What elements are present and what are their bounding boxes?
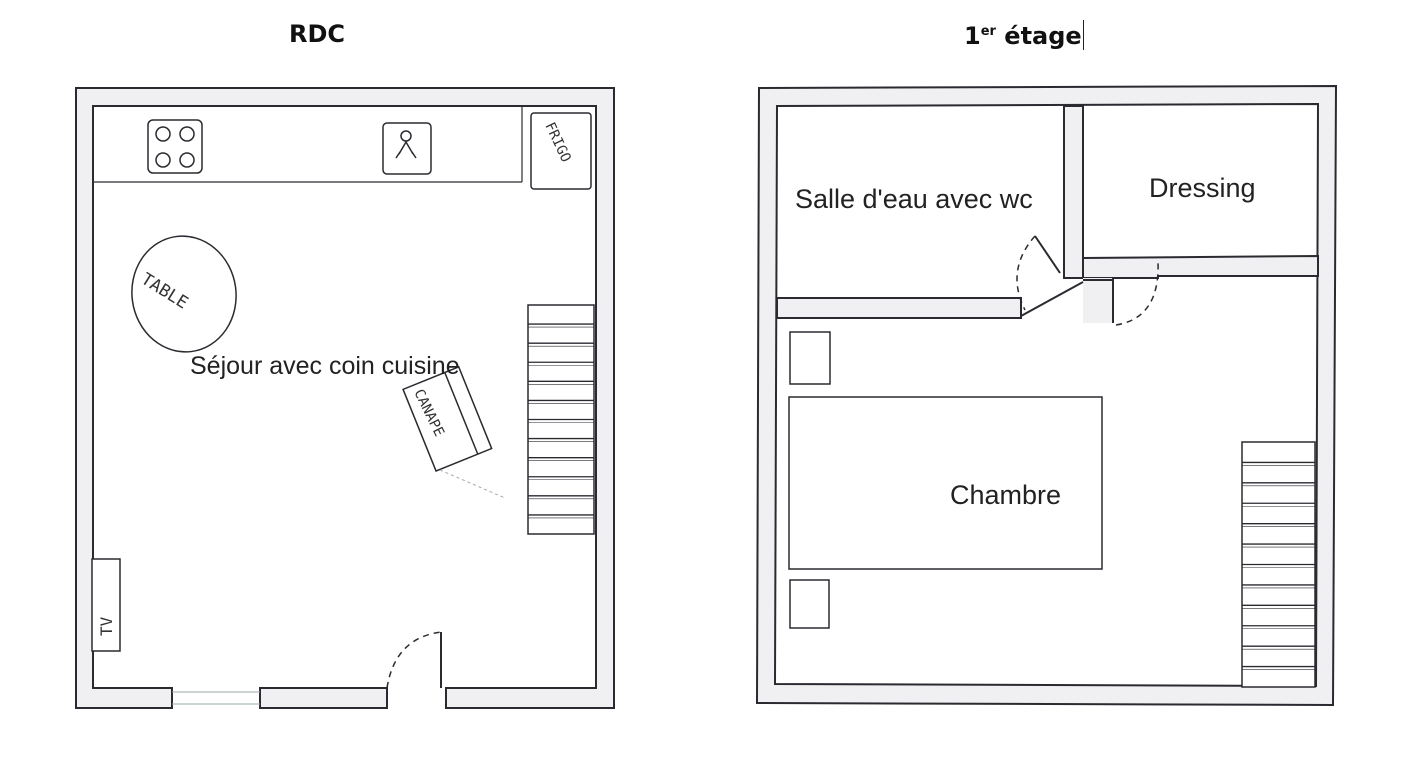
plan-title-rdc-text: RDC	[289, 20, 346, 48]
furniture-label-canape: CANAPE	[410, 387, 447, 439]
dining-table	[131, 235, 237, 353]
kitchen-counter	[93, 106, 523, 183]
nightstand-top	[789, 331, 831, 385]
rdc-entrance-door	[386, 631, 442, 689]
sofa	[402, 365, 506, 499]
plan-title-rdc: RDC	[289, 20, 345, 48]
plan-etage	[755, 84, 1338, 707]
etage-partition-bathroom	[776, 297, 1022, 319]
room-label-chambre: Chambre	[950, 480, 1061, 510]
plan-title-etage-word: étage	[1004, 22, 1082, 50]
rdc-wall-segment	[259, 687, 388, 709]
room-label-sejour: Séjour avec coin cuisine	[190, 352, 460, 380]
rdc-window	[172, 691, 260, 705]
plan-title-etage-suffix: er	[980, 24, 996, 39]
room-label-dressing: Dressing	[1149, 173, 1256, 203]
etage-partition-central	[1063, 105, 1084, 279]
bathroom-door	[1016, 235, 1084, 317]
furniture-label-frigo: FRIGO	[541, 120, 573, 165]
rdc-outer-wall	[75, 87, 615, 709]
etage-wall-corner	[1083, 278, 1113, 323]
furniture-label-tv: TV	[97, 616, 116, 636]
etage-partition-dressing	[1082, 254, 1319, 279]
etage-stair-treads	[1242, 461, 1315, 670]
furniture-label-table: TABLE	[137, 269, 191, 313]
tv-unit	[91, 558, 121, 652]
hob-icon	[147, 119, 203, 174]
room-label-salle-eau: Salle d'eau avec wc	[795, 184, 1033, 214]
rdc-stair-treads	[528, 323, 594, 519]
bed	[788, 396, 1103, 570]
plan-rdc	[75, 87, 615, 709]
etage-outer-wall	[755, 84, 1338, 707]
text-caret	[1082, 20, 1084, 50]
sink-icon	[382, 122, 432, 175]
dressing-door	[1115, 261, 1159, 326]
plan-title-etage-number: 1	[964, 22, 981, 50]
fridge	[530, 112, 592, 190]
plan-title-etage: 1er étage	[964, 20, 1084, 50]
nightstand-bottom	[789, 579, 830, 629]
